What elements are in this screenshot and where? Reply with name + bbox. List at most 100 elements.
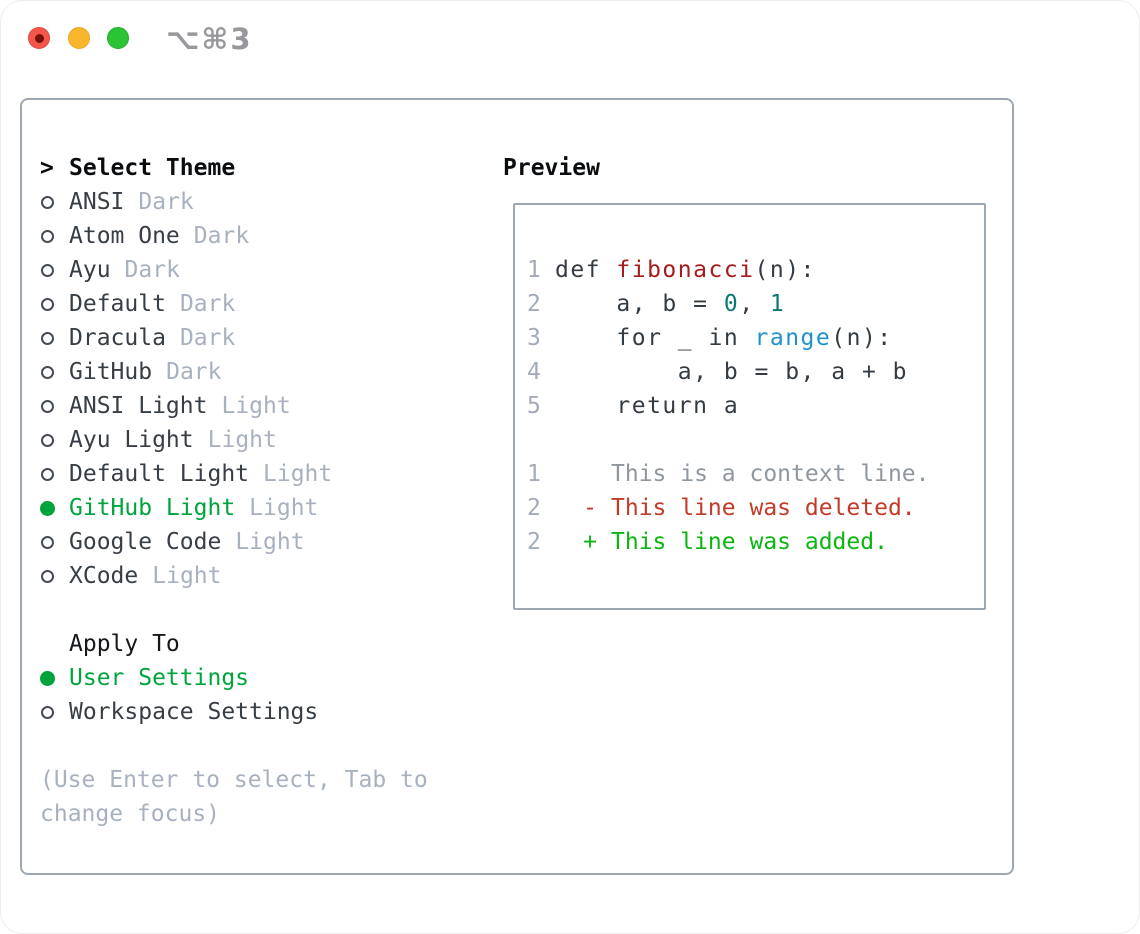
theme-name: Ayu: [69, 257, 111, 283]
line-number: 3: [527, 325, 541, 351]
line-number: 5: [527, 393, 541, 419]
page-title: Select Theme: [69, 155, 236, 181]
diff-text: This line was deleted.: [611, 495, 916, 521]
radio-unselected-icon: [40, 297, 69, 311]
code-token: range: [754, 325, 832, 351]
close-button[interactable]: [28, 27, 50, 49]
apply-to-header-row: Apply To: [40, 627, 480, 661]
title-bar: ⌥⌘3: [1, 1, 1139, 71]
radio-unselected-icon: [40, 433, 69, 447]
theme-option-dracula-dark[interactable]: Dracula Dark: [40, 321, 480, 355]
theme-option-github-light[interactable]: GitHub Light Light: [40, 491, 480, 525]
apply-to-section: Apply To User Settings Workspace Setting…: [40, 627, 480, 729]
zoom-button[interactable]: [107, 27, 129, 49]
code-line: 1 def fibonacci(n):: [527, 253, 974, 287]
theme-variant-tag: Light: [235, 529, 305, 555]
radio-unselected-icon: [40, 705, 69, 719]
code-token: (n):: [831, 325, 893, 351]
line-number: 1: [527, 257, 541, 283]
theme-name: GitHub Light: [69, 495, 236, 521]
theme-option-default-dark[interactable]: Default Dark: [40, 287, 480, 321]
diff-text: This is a context line.: [611, 461, 930, 487]
code-token: for _ in: [555, 325, 755, 351]
radio-unselected-icon: [40, 229, 69, 243]
theme-name: Dracula: [69, 325, 166, 351]
line-number: 4: [527, 359, 541, 385]
theme-name: ANSI: [69, 189, 125, 215]
theme-option-xcode[interactable]: XCode Light: [40, 559, 480, 593]
blank-line: [527, 423, 974, 457]
radio-selected-icon: [40, 500, 69, 516]
radio-unselected-icon: [40, 263, 69, 277]
diff-line-added: 2+This line was added.: [527, 525, 974, 559]
window-shortcut-label: ⌥⌘3: [166, 22, 253, 56]
theme-variant-tag: Light: [249, 495, 319, 521]
close-dot-icon: [34, 33, 44, 43]
theme-name: Atom One: [69, 223, 180, 249]
theme-option-ansi-light[interactable]: ANSI Light Light: [40, 389, 480, 423]
radio-selected-icon: [40, 670, 69, 686]
radio-unselected-icon: [40, 399, 69, 413]
theme-name: Default Light: [69, 461, 250, 487]
code-token: def: [555, 257, 617, 283]
apply-option-user-settings[interactable]: User Settings: [40, 661, 480, 695]
theme-variant-tag: Dark: [179, 325, 236, 351]
theme-option-ansi-dark[interactable]: ANSI Dark: [40, 185, 480, 219]
code-line: 3 for _ in range(n):: [527, 321, 974, 355]
apply-option-label: User Settings: [69, 665, 250, 691]
theme-name: GitHub: [69, 359, 153, 385]
code-token: a, b = b, a + b: [555, 359, 908, 385]
apply-to-header: Apply To: [69, 631, 180, 657]
theme-option-google-code[interactable]: Google Code Light: [40, 525, 480, 559]
code-token: a, b =: [555, 291, 724, 317]
radio-unselected-icon: [40, 365, 69, 379]
theme-variant-tag: Light: [207, 427, 277, 453]
code-token: fibonacci: [616, 257, 755, 283]
radio-unselected-icon: [40, 569, 69, 583]
radio-unselected-icon: [40, 331, 69, 345]
radio-unselected-icon: [40, 195, 69, 209]
line-number: 2: [527, 495, 541, 521]
theme-name: Default: [69, 291, 166, 317]
code-token: 1: [769, 291, 786, 317]
code-token: return a: [555, 393, 740, 419]
theme-list-header: > Select Theme: [40, 151, 480, 185]
code-token: (n):: [754, 257, 816, 283]
line-number: 2: [527, 529, 541, 555]
radio-unselected-icon: [40, 467, 69, 481]
theme-variant-tag: Light: [221, 393, 291, 419]
diff-plus-marker: +: [583, 529, 597, 555]
theme-variant-tag: Dark: [193, 223, 250, 249]
line-number: 2: [527, 291, 541, 317]
line-number: 1: [527, 461, 541, 487]
theme-selector-panel: > Select Theme ANSI Dark Atom One Dark A…: [20, 98, 1014, 875]
preview-header: Preview: [503, 155, 600, 181]
theme-variant-tag: Dark: [166, 359, 222, 385]
apply-option-label: Workspace Settings: [69, 699, 319, 725]
theme-variant-tag: Dark: [138, 189, 194, 215]
theme-name: ANSI Light: [69, 393, 208, 419]
theme-variant-tag: Light: [152, 563, 222, 589]
code-token: ,: [739, 291, 770, 317]
theme-variant-tag: Dark: [179, 291, 236, 317]
theme-option-atom-one-dark[interactable]: Atom One Dark: [40, 219, 480, 253]
theme-name: XCode: [69, 563, 139, 589]
help-text: (Use Enter to select, Tab to change focu…: [40, 767, 428, 827]
theme-variant-tag: Dark: [124, 257, 180, 283]
code-line: 4 a, b = b, a + b: [527, 355, 974, 389]
theme-option-ayu-dark[interactable]: Ayu Dark: [40, 253, 480, 287]
code-token: 0: [723, 291, 740, 317]
theme-name: Google Code: [69, 529, 222, 555]
theme-option-ayu-light[interactable]: Ayu Light Light: [40, 423, 480, 457]
theme-option-default-light[interactable]: Default Light Light: [40, 457, 480, 491]
diff-minus-marker: -: [583, 495, 597, 521]
apply-option-workspace-settings[interactable]: Workspace Settings: [40, 695, 480, 729]
radio-unselected-icon: [40, 535, 69, 549]
diff-line-deleted: 2 -This line was deleted.: [527, 491, 974, 525]
theme-list: > Select Theme ANSI Dark Atom One Dark A…: [40, 151, 480, 831]
theme-variant-tag: Light: [263, 461, 333, 487]
minimize-button[interactable]: [68, 27, 90, 49]
theme-option-github-dark[interactable]: GitHub Dark: [40, 355, 480, 389]
